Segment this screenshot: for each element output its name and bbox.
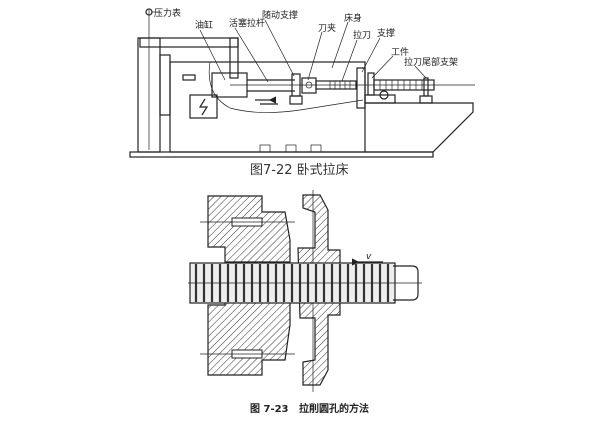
label-broach: 拉刀: [353, 29, 371, 41]
label-follower-support: 随动支撑: [262, 9, 298, 21]
label-oil-cylinder: 油缸: [195, 19, 213, 31]
label-bed: 床身: [344, 12, 362, 24]
label-support: 支撑: [377, 27, 395, 39]
broach-teeth-2: [194, 264, 390, 302]
velocity-label: v: [366, 252, 372, 262]
tool-holder: [301, 77, 317, 94]
figure2-caption: 图 7-23 拉削圆孔的方法: [250, 402, 369, 415]
top-beam: [139, 37, 239, 48]
body-window: [182, 74, 196, 81]
body-contour-curve: [208, 61, 364, 113]
label-broach-tail-bracket: 拉刀尾部支架: [404, 56, 458, 68]
machine-body: [169, 61, 366, 153]
broach-teeth: [315, 79, 435, 91]
lower-fixture-block: [207, 299, 291, 376]
column-plate: [159, 54, 171, 116]
horizontal-broaching-machine-figure: 压力表 油缸 活塞拉杆 随动支撑 刀夹 床身 拉刀 支撑 工件 拉刀尾部支架 图…: [129, 7, 475, 178]
broach-tail-bracket: [423, 77, 429, 97]
right-bed: [365, 102, 474, 153]
lightning-icon: [198, 98, 209, 116]
figure1-caption: 图7-22 卧式拉床: [250, 163, 349, 178]
beam-end: [229, 37, 239, 79]
label-pressure-gauge: 压力表: [154, 7, 181, 19]
label-workpiece: 工件: [391, 46, 409, 58]
label-piston-rod: 活塞拉杆: [229, 17, 265, 29]
workpiece: [367, 72, 375, 96]
broaching-round-hole-figure: v 图 7-23 拉削圆孔的方法: [188, 190, 422, 415]
label-tool-holder: 刀夹: [318, 22, 336, 34]
support-plate: [356, 67, 366, 109]
base-plate: [129, 151, 434, 158]
electrical-box: [189, 94, 218, 119]
upper-fixture-block: [207, 195, 291, 263]
